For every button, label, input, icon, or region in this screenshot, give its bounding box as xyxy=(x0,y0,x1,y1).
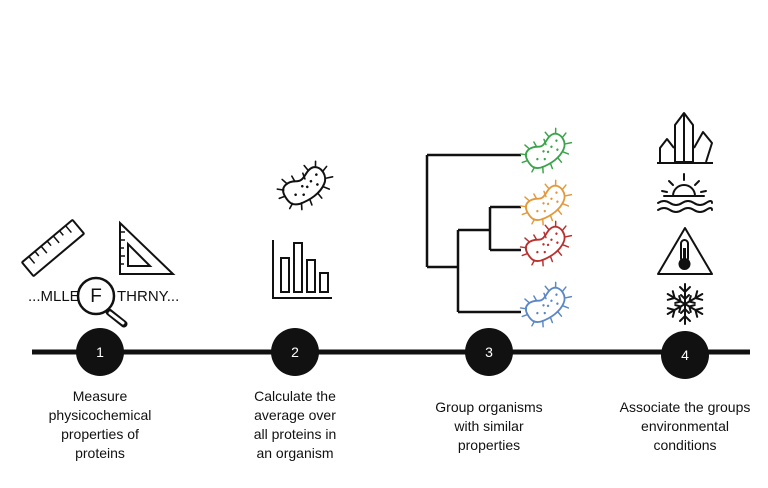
step-number-1: 1 xyxy=(96,344,104,360)
step-marker-4: 4 xyxy=(661,331,709,379)
dendrogram-icon xyxy=(425,153,521,314)
step-marker-2: 2 xyxy=(271,328,319,376)
step-2-label-line: all proteins in xyxy=(253,426,337,442)
step-marker-3: 3 xyxy=(465,328,513,376)
step-3-label-line: properties xyxy=(457,437,521,453)
step-4-label-line: environmental xyxy=(641,418,729,434)
step-2-label: Calculate the average over all proteins … xyxy=(235,387,355,463)
step-2-label-line: average over xyxy=(254,407,336,423)
bacterium-blue-icon xyxy=(514,276,579,335)
thermometer-warning-icon xyxy=(657,227,713,275)
step-3-label-line: with similar xyxy=(454,418,524,434)
step-marker-1: 1 xyxy=(76,328,124,376)
step-number-2: 2 xyxy=(291,344,299,360)
crystal-icon xyxy=(657,112,713,164)
step-1-label-line: Measure xyxy=(72,388,128,404)
sequence-right-text: THRNY... xyxy=(117,288,179,305)
step-1-label-line: proteins xyxy=(75,445,125,461)
step-number-4: 4 xyxy=(681,347,689,363)
step-4-label-line: Associate the groups xyxy=(619,399,751,415)
step-4-label: Associate the groups environmental condi… xyxy=(605,398,765,455)
snowflake-icon xyxy=(664,283,706,325)
step-1-label-line: physicochemical xyxy=(48,407,152,423)
sunset-water-icon xyxy=(657,173,713,213)
step-3-label-line: Group organisms xyxy=(435,399,543,415)
bacterium-red-icon xyxy=(514,215,579,274)
step-1-label-line: properties of xyxy=(61,426,139,442)
magnifier-icon xyxy=(76,276,128,328)
step-2-label-line: Calculate the xyxy=(254,388,336,404)
sequence-left-text: ...MLLE xyxy=(28,288,80,305)
bacterium-icon xyxy=(270,155,341,219)
bar-chart-icon xyxy=(272,240,332,299)
step-1-label: Measure physicochemical properties of pr… xyxy=(40,387,160,463)
step-4-label-line: conditions xyxy=(653,437,717,453)
ruler-icon xyxy=(21,219,85,277)
bacterium-orange-icon xyxy=(514,174,579,233)
sequence-highlight-letter: F xyxy=(90,286,102,307)
step-2-label-line: an organism xyxy=(256,445,334,461)
step-number-3: 3 xyxy=(485,344,493,360)
bacterium-green-icon xyxy=(514,122,579,181)
set-square-icon xyxy=(119,220,176,275)
step-3-label: Group organisms with similar properties xyxy=(419,398,559,455)
